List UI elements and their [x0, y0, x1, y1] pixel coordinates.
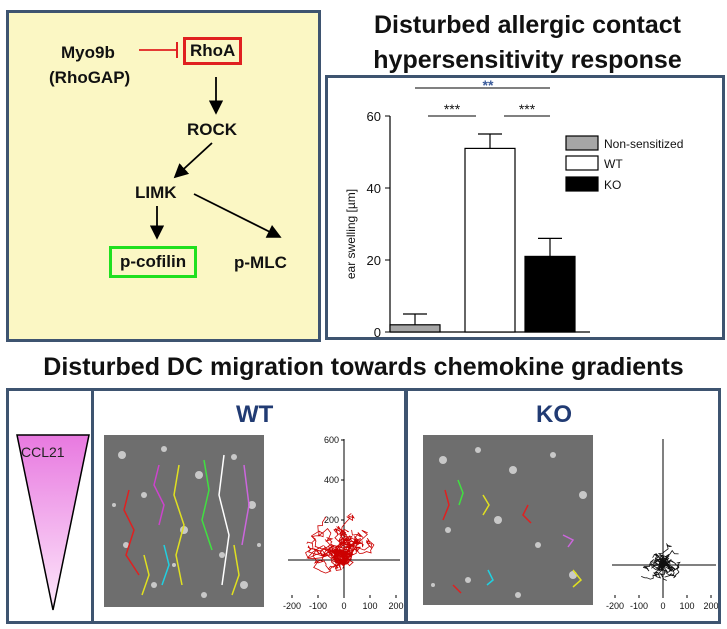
ko-microscopy-image	[423, 435, 593, 605]
y-tick-label: 600	[324, 435, 339, 445]
bar-ko	[524, 255, 576, 333]
ccl21-panel: CCL21	[6, 388, 94, 624]
cell-track	[662, 559, 681, 570]
x-tick-label: 200	[703, 601, 718, 611]
migration-title: Disturbed DC migration towards chemokine…	[43, 353, 684, 381]
legend-label: Non-sensitized	[604, 137, 683, 151]
wt-title: WT	[236, 401, 274, 428]
cell-track	[649, 559, 664, 569]
pathway-arrows	[139, 42, 282, 240]
cell-track	[662, 564, 673, 578]
x-tick-label: -200	[606, 601, 624, 611]
x-tick-label: 0	[341, 601, 346, 611]
x-tick-label: 0	[660, 601, 665, 611]
cell-track	[658, 554, 668, 566]
cell-track	[336, 525, 357, 567]
rhogap-label: (RhoGAP)	[49, 68, 131, 87]
legend-label: KO	[604, 178, 621, 192]
y-tick-label: 200	[324, 515, 339, 525]
x-tick-label: 100	[679, 601, 694, 611]
y-axis-label: ear swelling [µm]	[344, 189, 358, 279]
ko-title: KO	[536, 401, 572, 428]
x-tick-label: 100	[362, 601, 377, 611]
x-tick-label: 200	[388, 601, 403, 611]
cell-track	[326, 545, 351, 561]
contact-title-line2: hypersensitivity response	[373, 46, 682, 74]
myo9b-label: Myo9b	[61, 43, 115, 62]
sig-label: **	[483, 78, 494, 93]
pathway-panel: Myo9b (RhoGAP) RhoA ROCK LIMK p-cofilin …	[6, 10, 321, 342]
rock-limk-arrow	[173, 142, 213, 179]
limk-node: LIMK	[135, 183, 177, 202]
ccl21-label: CCL21	[21, 444, 65, 460]
bar-non-sensitized	[389, 324, 441, 333]
y-tick-label: 0	[374, 325, 381, 337]
rock-node: ROCK	[187, 120, 238, 139]
sig-label: ***	[519, 101, 536, 117]
x-tick-label: -100	[309, 601, 327, 611]
ko-track-plot: -200 -100 0 100 200	[606, 439, 718, 611]
legend-swatch	[565, 176, 599, 192]
cell-track	[341, 537, 375, 565]
cell-track	[658, 556, 670, 568]
y-tick-label: 20	[367, 253, 381, 268]
cell-track	[653, 564, 667, 581]
y-tick-label: 400	[324, 475, 339, 485]
y-tick-label: 60	[367, 109, 381, 124]
bar-wt	[464, 147, 516, 333]
sig-label: ***	[444, 101, 461, 117]
legend-swatch	[565, 135, 599, 151]
y-tick-label: 40	[367, 181, 381, 196]
cell-track	[658, 561, 669, 573]
x-tick-label: -100	[630, 601, 648, 611]
ko-panel: KO -200 -100 0 100 200	[405, 388, 721, 624]
wt-microscopy-image	[104, 435, 264, 607]
legend-swatch	[565, 155, 599, 171]
pcofilin-node: p-cofilin	[109, 246, 198, 278]
rhoa-node: RhoA	[183, 37, 243, 65]
cell-track	[331, 549, 346, 566]
legend-label: WT	[604, 157, 623, 171]
x-tick-label: -200	[283, 601, 301, 611]
ccl21-gradient-shape	[16, 434, 90, 611]
limk-pmlc-arrow	[193, 193, 282, 238]
contact-title-line1: Disturbed allergic contact	[373, 11, 682, 39]
pmlc-node: p-MLC	[234, 253, 287, 272]
contact-title: Disturbed allergic contact hypersensitiv…	[330, 8, 725, 78]
cell-track	[662, 562, 680, 579]
